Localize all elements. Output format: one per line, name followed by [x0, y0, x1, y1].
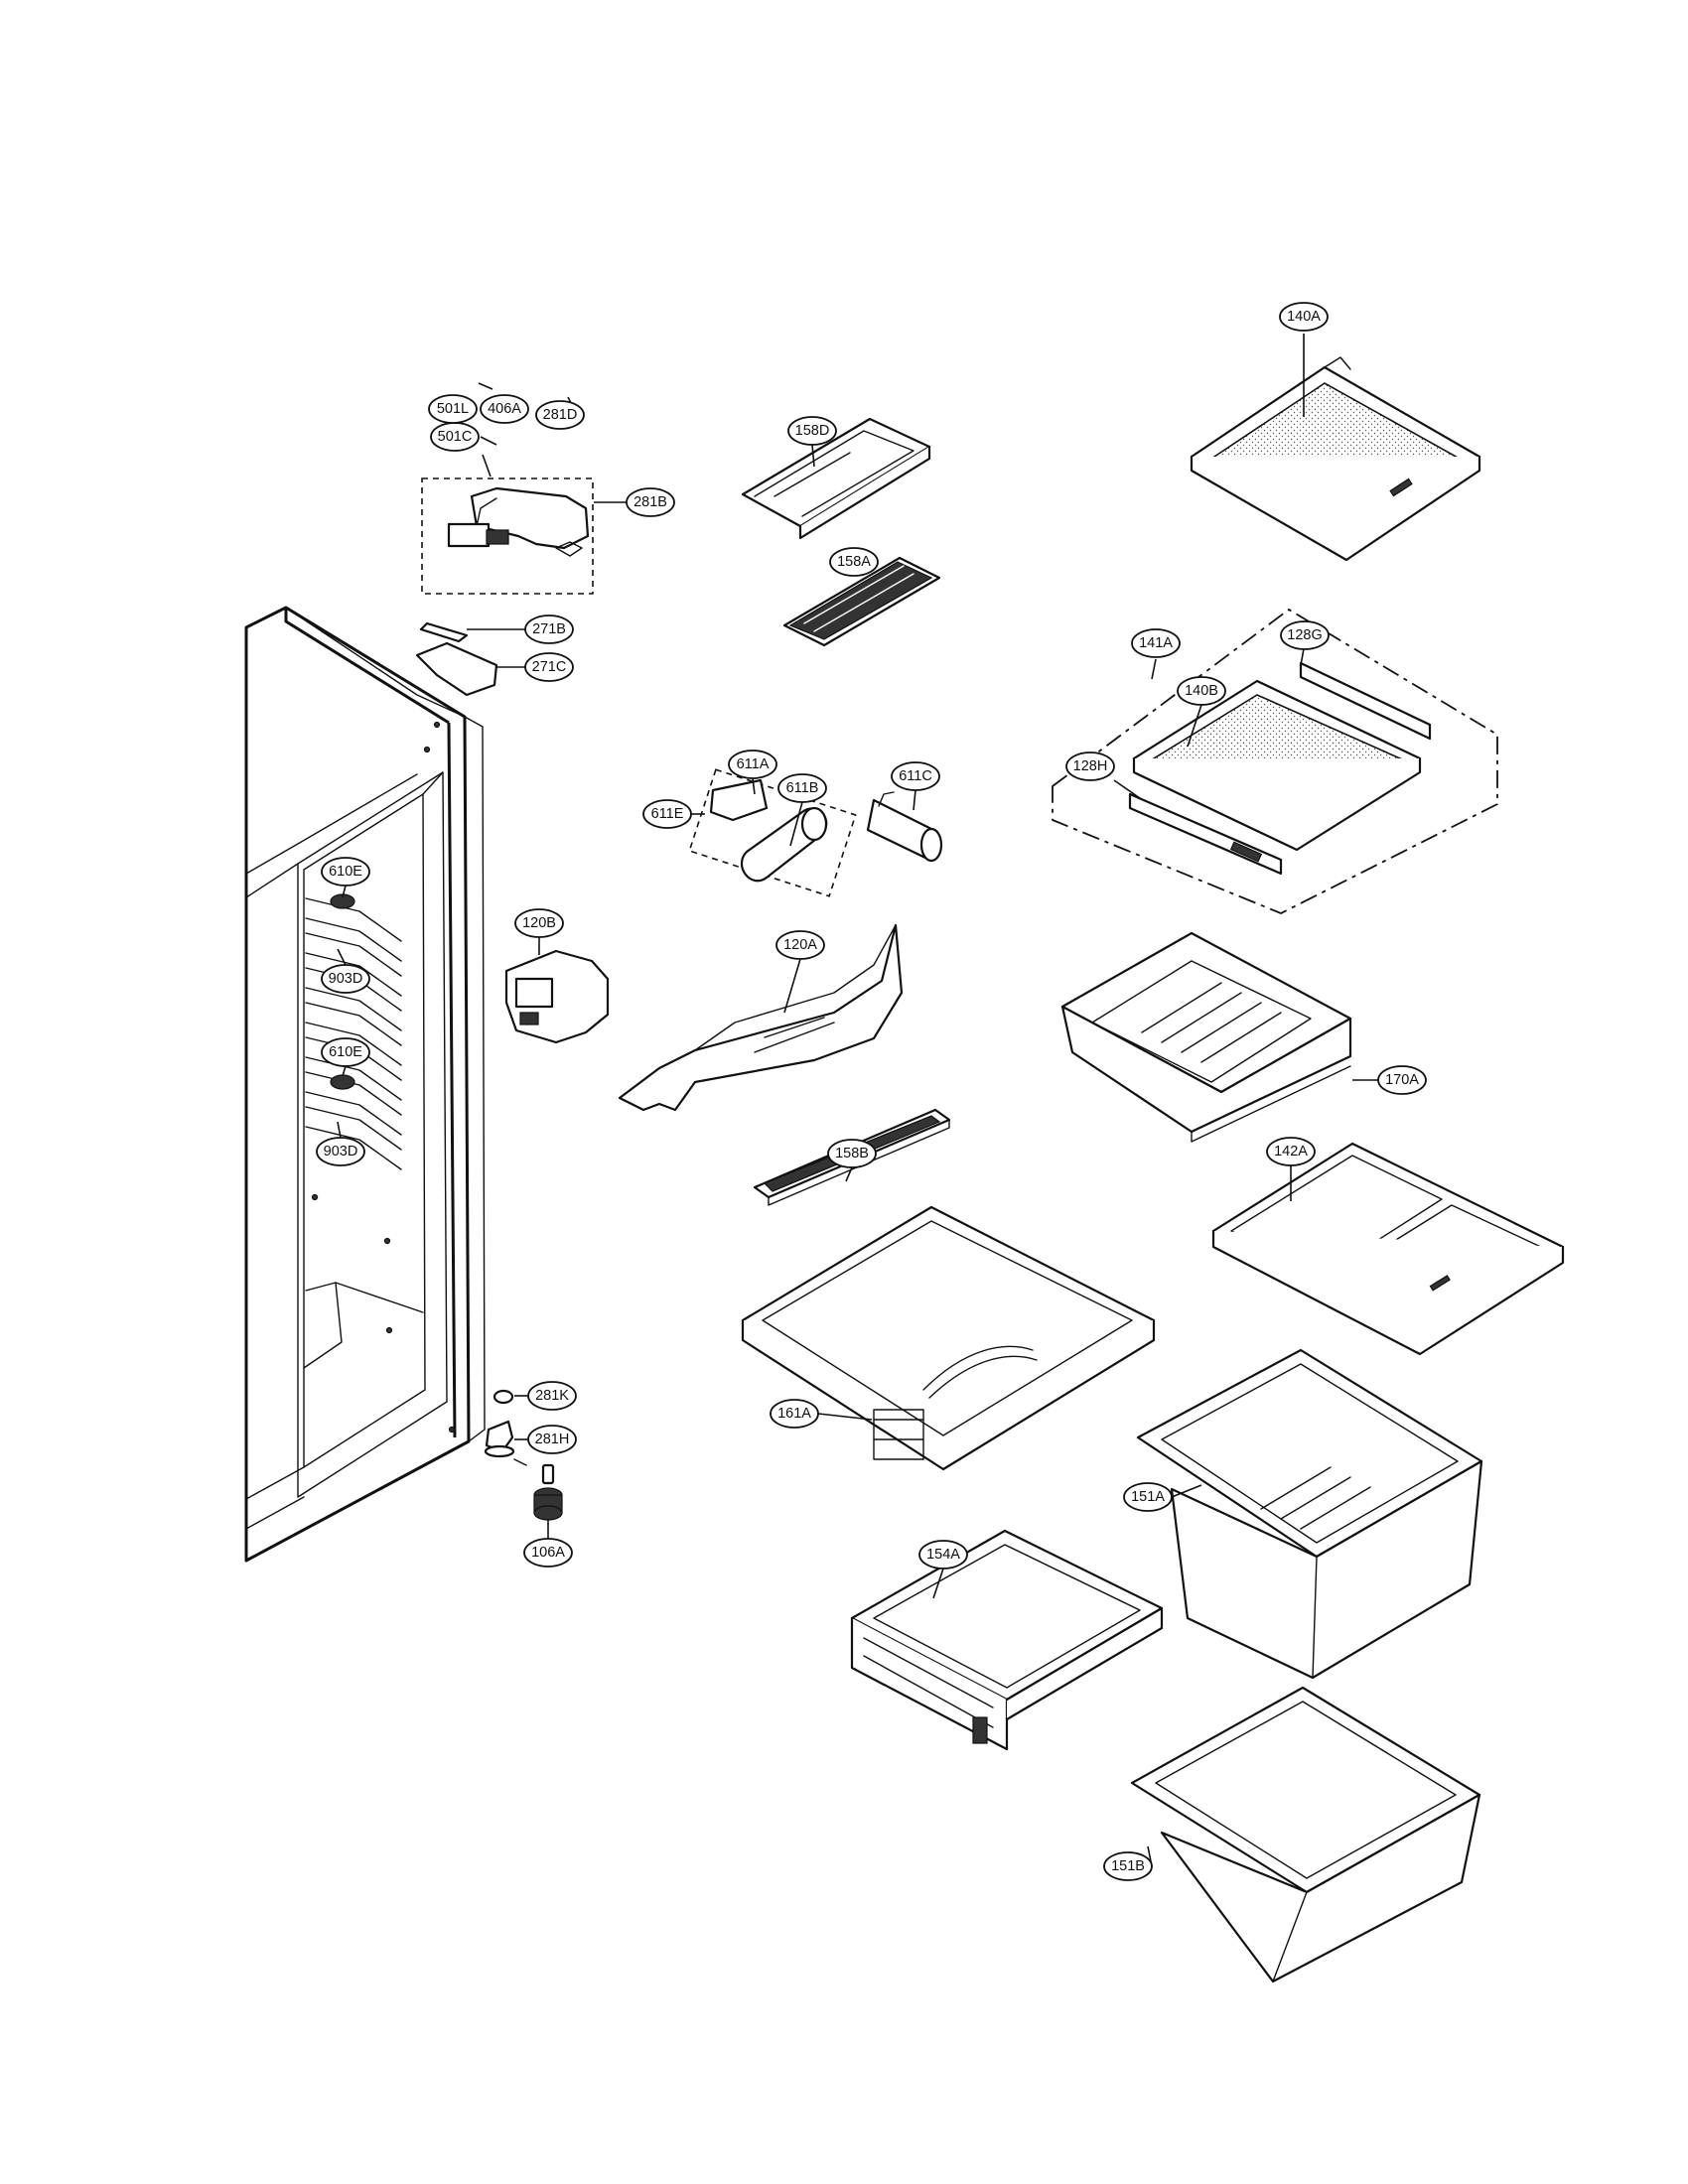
svg-text:120A: 120A — [783, 937, 817, 953]
callout-610E-bottom: 610E — [321, 1037, 370, 1067]
svg-text:140A: 140A — [1287, 309, 1321, 325]
callout-271C: 271C — [524, 652, 574, 682]
svg-text:281D: 281D — [543, 407, 578, 423]
svg-text:140B: 140B — [1185, 683, 1218, 699]
callout-281B: 281B — [626, 487, 675, 517]
svg-text:128H: 128H — [1073, 758, 1108, 774]
deli-drawer — [1060, 931, 1352, 1143]
svg-text:142A: 142A — [1274, 1144, 1308, 1160]
bracket-part — [415, 641, 498, 697]
callout-903D-top: 903D — [321, 964, 370, 994]
svg-text:501L: 501L — [437, 401, 469, 417]
bracket-bottom — [330, 1074, 355, 1090]
dispenser-parts — [504, 923, 904, 1112]
callout-158B: 158B — [827, 1139, 877, 1168]
callout-611A: 611A — [728, 750, 777, 779]
svg-text:271C: 271C — [532, 659, 567, 675]
callout-151B: 151B — [1103, 1851, 1153, 1881]
callout-501C: 501C — [430, 422, 480, 452]
callout-501L: 501L — [428, 394, 478, 424]
switch-part — [419, 621, 469, 643]
callout-140A: 140A — [1279, 302, 1329, 332]
callout-611C: 611C — [891, 761, 940, 791]
svg-text:610E: 610E — [329, 864, 362, 880]
lower-crisper-drawer — [1130, 1686, 1481, 1983]
svg-text:120B: 120B — [522, 915, 556, 931]
svg-text:501C: 501C — [438, 429, 473, 445]
refrigerator-cabinet — [244, 606, 486, 1563]
crisper-drawer — [1136, 1348, 1483, 1680]
callout-281D: 281D — [535, 400, 585, 430]
svg-text:271B: 271B — [532, 621, 566, 637]
crisper-cover — [1211, 1142, 1565, 1356]
svg-text:406A: 406A — [488, 401, 521, 417]
callout-140B: 140B — [1177, 676, 1226, 706]
svg-text:158B: 158B — [835, 1146, 869, 1161]
top-cover-parts — [741, 417, 941, 647]
callout-120A: 120A — [775, 930, 825, 960]
svg-text:158A: 158A — [837, 554, 871, 570]
svg-text:611B: 611B — [786, 780, 819, 796]
svg-text:903D: 903D — [329, 971, 363, 987]
svg-text:610E: 610E — [329, 1044, 362, 1060]
leader-lines — [337, 334, 1378, 1867]
callout-611E: 611E — [642, 799, 692, 829]
callout-141A: 141A — [1131, 628, 1181, 658]
callout-406A: 406A — [480, 394, 529, 424]
glass-shelf-top — [1190, 356, 1481, 562]
svg-text:151B: 151B — [1111, 1858, 1145, 1874]
callout-158A: 158A — [829, 547, 879, 577]
callout-154A: 154A — [918, 1540, 968, 1570]
svg-text:151A: 151A — [1131, 1489, 1165, 1505]
callout-903D-bottom: 903D — [316, 1137, 365, 1166]
svg-text:281H: 281H — [535, 1432, 570, 1447]
callout-128G: 128G — [1280, 620, 1330, 650]
control-housing-group — [415, 478, 594, 697]
svg-text:106A: 106A — [531, 1545, 565, 1561]
callout-271B: 271B — [524, 614, 574, 644]
svg-text:141A: 141A — [1139, 635, 1173, 651]
svg-text:903D: 903D — [324, 1144, 358, 1160]
callout-142A: 142A — [1266, 1137, 1316, 1166]
callout-281K: 281K — [527, 1381, 577, 1411]
svg-text:128G: 128G — [1287, 627, 1322, 643]
callout-170A: 170A — [1377, 1065, 1427, 1095]
svg-text:158D: 158D — [795, 423, 830, 439]
callout-120B: 120B — [514, 908, 564, 938]
callout-281H: 281H — [527, 1425, 577, 1454]
shelf-rails — [305, 897, 402, 1170]
callout-128H: 128H — [1065, 751, 1115, 781]
svg-text:161A: 161A — [777, 1406, 811, 1422]
callout-161A: 161A — [770, 1399, 819, 1429]
svg-text:611A: 611A — [737, 756, 770, 772]
callout-106A: 106A — [523, 1538, 573, 1568]
callout-151A: 151A — [1123, 1482, 1173, 1512]
water-filter-parts — [688, 768, 943, 897]
callout-611B: 611B — [777, 773, 827, 803]
snack-pan-cover — [850, 1529, 1164, 1751]
hinge-assembly — [484, 1389, 563, 1521]
svg-text:611C: 611C — [899, 768, 932, 784]
svg-text:154A: 154A — [926, 1547, 960, 1563]
svg-text:281K: 281K — [535, 1388, 569, 1404]
callout-158D: 158D — [787, 416, 837, 446]
main-shelf — [741, 1205, 1156, 1471]
svg-text:281B: 281B — [633, 494, 667, 510]
svg-text:611E: 611E — [651, 806, 684, 822]
callout-610E-top: 610E — [321, 857, 370, 887]
svg-text:170A: 170A — [1385, 1072, 1419, 1088]
shelf-assembly-group — [1052, 608, 1498, 914]
